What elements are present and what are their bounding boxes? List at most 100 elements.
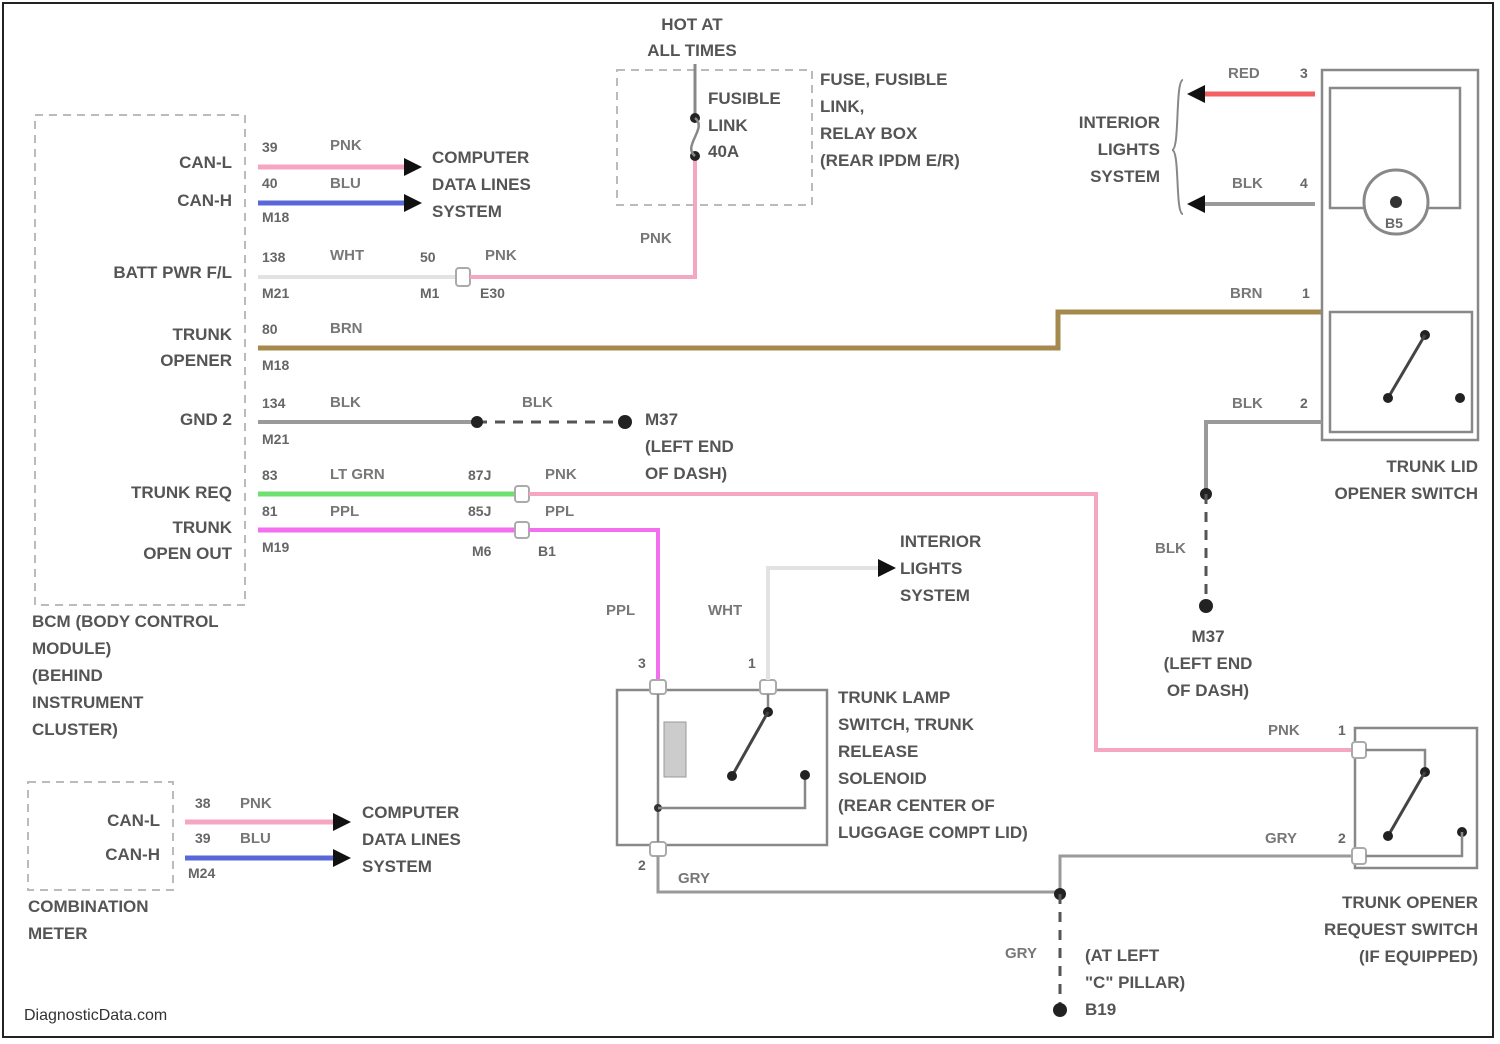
arrow-icon (1187, 85, 1205, 103)
tl-conn-2 (650, 842, 666, 856)
arrow-icon (404, 158, 422, 176)
request-switch-name-2: REQUEST SWITCH (1324, 920, 1478, 939)
rs-pin-2: 2 (1338, 830, 1346, 846)
hot-at-2: ALL TIMES (647, 41, 736, 60)
bcm-batt-label: BATT PWR F/L (113, 263, 232, 282)
bcm-trunk-opener-1: TRUNK (173, 325, 233, 344)
fusible-link-icon (691, 118, 699, 156)
combo-cd-3: SYSTEM (362, 857, 432, 876)
arrow-icon (404, 194, 422, 212)
tl-wht-color: WHT (708, 602, 742, 619)
brace-icon (1172, 80, 1183, 214)
pin-39: 39 (262, 139, 278, 155)
bcm-can-l-label: CAN-L (179, 153, 232, 172)
bcm-trunk-open-out-1: TRUNK (173, 518, 233, 537)
gry-color-3: GRY (1005, 945, 1037, 962)
pin-134: 134 (262, 395, 286, 411)
trunk-lamp-name-2: SWITCH, TRUNK (838, 715, 975, 734)
trunk-lamp-box (617, 690, 827, 845)
tl-wht-wire (768, 568, 880, 680)
tl-pin-3: 3 (638, 655, 646, 671)
combo-pin-39: 39 (195, 830, 211, 846)
combo-can-h-color: BLU (240, 830, 271, 847)
tls-blk-color: BLK (1232, 175, 1263, 192)
trunk-opener-brn-wire (258, 312, 1322, 348)
open-out-color: PPL (330, 503, 359, 520)
il-system-3: SYSTEM (900, 586, 970, 605)
gnd-color-2: BLK (522, 394, 553, 411)
conn-m1: M1 (420, 285, 440, 301)
gry-color: GRY (678, 870, 710, 887)
bcm-title-4: INSTRUMENT (32, 693, 144, 712)
inline-85j: 85J (468, 503, 491, 519)
trunk-lid-switch-box (1330, 312, 1472, 432)
tl-switch-bottom (727, 771, 737, 781)
tl-switch-contact (800, 770, 810, 780)
request-switch-icon (1388, 772, 1425, 836)
rs-conn-2 (1352, 848, 1366, 864)
tls-pin-3: 3 (1300, 65, 1308, 81)
combo-pin-m24: M24 (188, 865, 215, 881)
bcm-trunk-opener-2: OPENER (160, 351, 232, 370)
rs-internal-2 (1366, 832, 1462, 856)
bcm-title-1: BCM (BODY CONTROL (32, 612, 219, 631)
fuse-desc-3: RELAY BOX (820, 124, 918, 143)
fuse-desc-4: (REAR IPDM E/R) (820, 151, 960, 170)
bcm-gnd-label: GND 2 (180, 410, 232, 429)
solenoid-coil-icon (664, 722, 686, 777)
fuse-inner-3: 40A (708, 142, 739, 161)
brn-color-2: BRN (1230, 285, 1263, 302)
trunk-lamp-switch-icon (732, 712, 768, 776)
tls-il-3: SYSTEM (1090, 167, 1160, 186)
tls-il-1: INTERIOR (1079, 113, 1160, 132)
pin-83: 83 (262, 467, 278, 483)
combo-can-l-color: PNK (240, 795, 272, 812)
combo-can-h: CAN-H (105, 845, 160, 864)
inline-b1: B1 (538, 543, 556, 559)
gnd-color: BLK (330, 394, 361, 411)
bcm-can-h-color: BLU (330, 175, 361, 192)
pin-m21-a: M21 (262, 285, 289, 301)
computer-data-2: DATA LINES (432, 175, 531, 194)
tls-blk-color-2: BLK (1232, 395, 1263, 412)
tl-conn-1 (760, 680, 776, 694)
trunk-req-color: LT GRN (330, 466, 385, 483)
pin-138: 138 (262, 249, 286, 265)
trunk-opener-color: BRN (330, 320, 363, 337)
ground-m37-desc-1: (LEFT END (645, 437, 734, 456)
fuse-desc-1: FUSE, FUSIBLE (820, 70, 948, 89)
combo-name-2: METER (28, 924, 88, 943)
open-out-color-2: PPL (545, 503, 574, 520)
trunk-lamp-name-5: (REAR CENTER OF (838, 796, 995, 815)
il-system-2: LIGHTS (900, 559, 962, 578)
tl-pin-1: 1 (748, 655, 756, 671)
request-switch-name-3: (IF EQUIPPED) (1359, 947, 1478, 966)
trunk-lid-switch-icon (1388, 335, 1425, 398)
bcm-title-3: (BEHIND (32, 666, 103, 685)
bcm-trunk-open-out-2: OPEN OUT (143, 544, 232, 563)
splice-dot (471, 416, 483, 428)
combo-meter-box (28, 782, 173, 890)
pin-m18-b: M18 (262, 357, 289, 373)
tls-contact (1455, 393, 1465, 403)
ground-m37-code: M37 (645, 410, 678, 429)
computer-data-3: SYSTEM (432, 202, 502, 221)
tl-conn-3 (650, 680, 666, 694)
ground-m37-dot (618, 415, 632, 429)
inline-connector-87j (515, 486, 529, 502)
pin-m18-a: M18 (262, 209, 289, 225)
req-pnk-color-2: PNK (1268, 722, 1300, 739)
bulb-filament-icon (1390, 196, 1402, 208)
trunk-lid-lamp-code: B5 (1385, 215, 1403, 231)
combo-cd-2: DATA LINES (362, 830, 461, 849)
trunk-lamp-name-1: TRUNK LAMP (838, 688, 950, 707)
bcm-trunk-req-label: TRUNK REQ (131, 483, 232, 502)
trunk-lid-name-2: OPENER SWITCH (1334, 484, 1478, 503)
fuse-inner-1: FUSIBLE (708, 89, 781, 108)
tls-il-2: LIGHTS (1098, 140, 1160, 159)
batt-pnk-color-2: PNK (640, 230, 672, 247)
request-switch-name-1: TRUNK OPENER (1342, 893, 1478, 912)
pin-m21-b: M21 (262, 431, 289, 447)
ground-m37-desc-2-1: (LEFT END (1164, 654, 1253, 673)
rs-conn-1 (1352, 742, 1366, 758)
